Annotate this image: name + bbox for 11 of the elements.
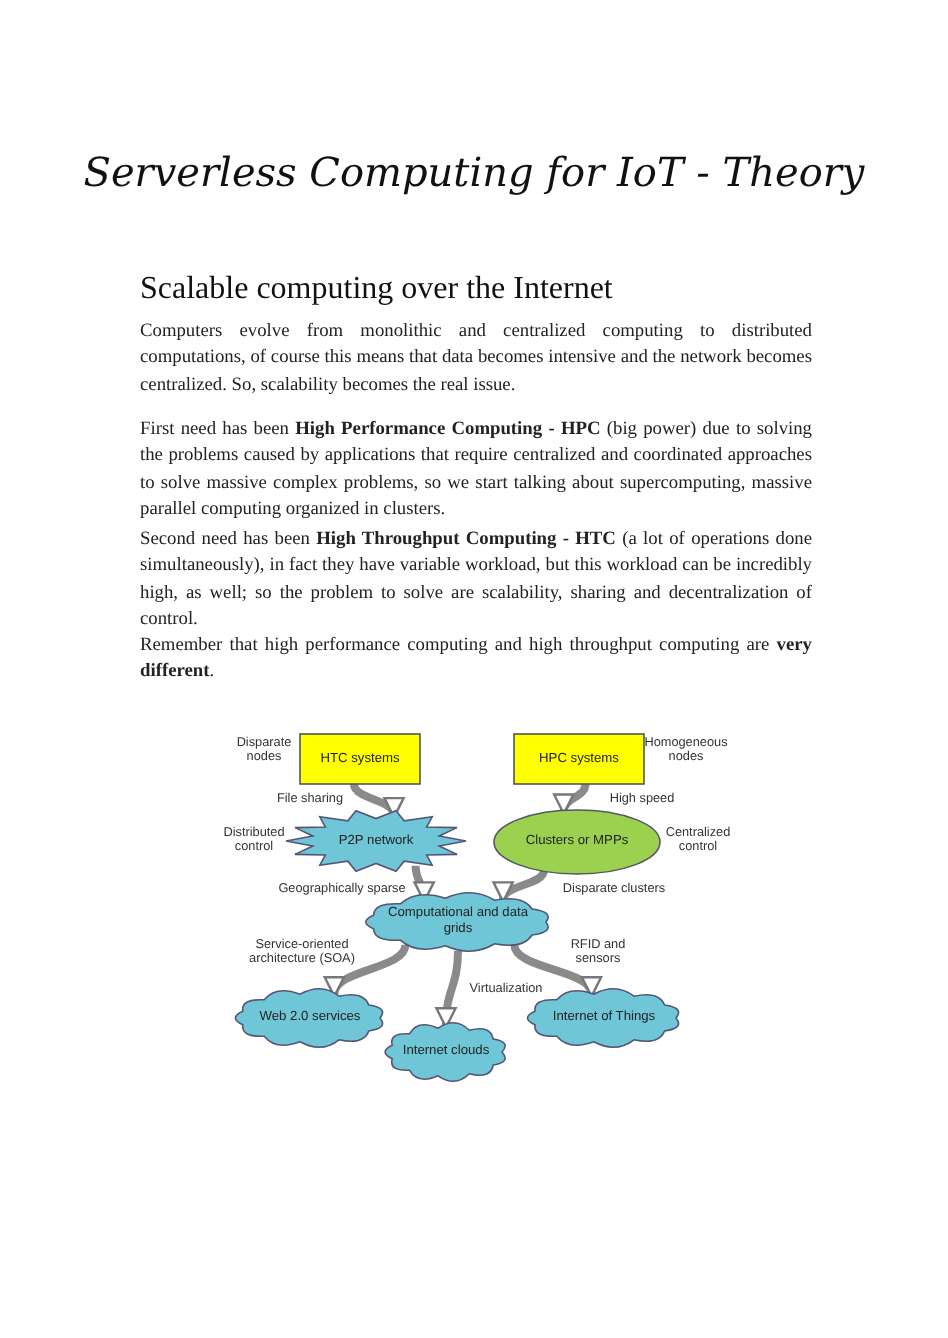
block-arrow [496,869,548,903]
page-title: Serverless Computing for IoT - Theory [81,148,867,196]
block-arrow [555,783,590,815]
paragraph: Computers evolve from monolithic and centralized computing to distributed computations, of course this means that data becomes intensive and the network becomes centralized. So, scalability becomes the real issue. [140,320,812,400]
paragraph: Remember that high performance computing and high throughput computing are very different. [140,634,812,687]
block-arrow [327,943,410,998]
section-heading: Scalable computing over the Internet [140,272,613,308]
paragraph: Second need has been High Throughput Computing - HTC (a lot of operations done simultaneously), in fact they have variable workload, but this workload can be incredibly high, as well; so the problem to solve are scalability, sharing and decentralization of control. [140,528,812,635]
block-arrow [435,950,462,1029]
block-arrow [510,943,598,998]
paragraph: First need has been High Performance Computing - HPC (big power) due to solving the problems caused by applications that require centralized and coordinated approaches to solve massive complex problems, so we start talking about supercomputing, massive parallel computing organized in clusters. [140,418,812,525]
